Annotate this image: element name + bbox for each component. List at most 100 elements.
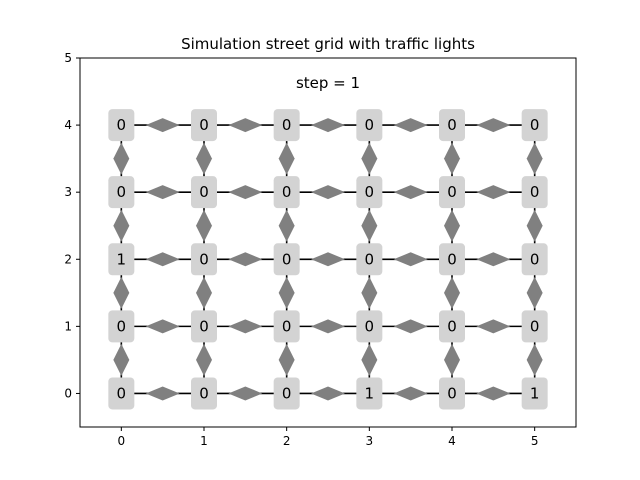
traffic-light-horizontal [311, 118, 345, 133]
node-value-label: 0 [199, 250, 209, 268]
traffic-light-vertical [113, 209, 130, 242]
traffic-light-horizontal [145, 386, 180, 401]
node-value-label: 0 [365, 250, 375, 268]
traffic-light-vertical [526, 209, 543, 242]
traffic-light-vertical [113, 276, 130, 309]
traffic-light-vertical [196, 209, 212, 242]
traffic-light-vertical [444, 209, 460, 242]
traffic-light-horizontal [476, 252, 511, 267]
node-value-label: 0 [199, 116, 209, 134]
intersection-node [273, 377, 300, 410]
traffic-light-horizontal [311, 185, 345, 200]
node-value-label: 0 [282, 317, 292, 335]
traffic-light-horizontal [228, 252, 263, 267]
traffic-light-vertical [196, 142, 212, 175]
node-value-label: 0 [282, 183, 292, 201]
node-value-label: 0 [282, 384, 292, 402]
traffic-light-vertical [361, 209, 378, 242]
x-tick-label: 3 [366, 434, 374, 448]
traffic-light-vertical [278, 276, 295, 309]
traffic-light-vertical [361, 276, 378, 309]
node-value-label: 0 [199, 317, 209, 335]
node-value-label: 0 [117, 384, 127, 402]
x-tick-label: 0 [118, 434, 126, 448]
node-value-label: 0 [530, 250, 540, 268]
traffic-light-horizontal [228, 319, 263, 334]
node-value-label: 0 [117, 183, 127, 201]
node-value-label: 0 [447, 250, 457, 268]
intersection-node [191, 176, 217, 209]
intersection-node [191, 310, 217, 343]
traffic-light-vertical [444, 142, 460, 175]
traffic-light-vertical [278, 142, 295, 175]
x-tick-label: 5 [531, 434, 539, 448]
intersection-node [439, 377, 465, 410]
traffic-light-horizontal [228, 386, 263, 401]
intersection-node [108, 176, 135, 209]
traffic-light-horizontal [228, 118, 263, 133]
intersection-node [108, 310, 135, 343]
node-value-label: 0 [447, 183, 457, 201]
traffic-light-horizontal [476, 319, 511, 334]
intersection-node [356, 176, 383, 209]
intersection-node [439, 176, 465, 209]
traffic-light-horizontal [311, 252, 345, 267]
traffic-lights [113, 118, 543, 401]
traffic-light-vertical [361, 142, 378, 175]
traffic-light-horizontal [145, 185, 180, 200]
traffic-light-vertical [361, 343, 378, 376]
traffic-light-vertical [526, 142, 543, 175]
intersection-node [356, 377, 383, 410]
traffic-light-horizontal [145, 252, 180, 267]
intersection-node [273, 176, 300, 209]
traffic-light-horizontal [145, 118, 180, 133]
chart-title: Simulation street grid with traffic ligh… [181, 35, 475, 53]
node-value-label: 0 [530, 116, 540, 134]
x-tick-label: 1 [200, 434, 208, 448]
y-tick-label: 5 [64, 51, 72, 65]
traffic-light-vertical [113, 343, 130, 376]
intersection-node [521, 176, 548, 209]
intersection-node [108, 109, 135, 142]
intersection-node [521, 310, 548, 343]
y-tick-label: 3 [64, 185, 72, 199]
traffic-light-horizontal [311, 386, 345, 401]
traffic-light-horizontal [393, 118, 428, 133]
plot-frame [79, 57, 577, 428]
intersection-node [191, 109, 217, 142]
node-value-label: 0 [199, 384, 209, 402]
traffic-light-vertical [278, 209, 295, 242]
traffic-light-horizontal [393, 386, 428, 401]
traffic-light-vertical [196, 276, 212, 309]
intersection-node [356, 109, 383, 142]
node-value-label: 0 [199, 183, 209, 201]
intersection-node [273, 109, 300, 142]
intersection-node [191, 377, 217, 410]
intersection-node [521, 243, 548, 276]
node-value-label: 0 [447, 317, 457, 335]
intersection-node [356, 243, 383, 276]
intersection-node [521, 109, 548, 142]
traffic-light-horizontal [228, 185, 263, 200]
node-value-label: 0 [117, 317, 127, 335]
node-value-label: 0 [365, 317, 375, 335]
traffic-light-vertical [444, 276, 460, 309]
node-value-label: 0 [282, 116, 292, 134]
node-value-label: 1 [365, 384, 375, 402]
traffic-light-horizontal [476, 118, 511, 133]
traffic-light-horizontal [476, 386, 511, 401]
node-value-label: 0 [365, 183, 375, 201]
node-value-label: 0 [447, 116, 457, 134]
node-value-label: 0 [282, 250, 292, 268]
traffic-light-vertical [278, 343, 295, 376]
intersection-node [191, 243, 217, 276]
traffic-light-horizontal [311, 319, 345, 334]
intersection-node [273, 243, 300, 276]
intersection-node [108, 243, 135, 276]
node-value-label: 0 [447, 384, 457, 402]
traffic-light-horizontal [393, 319, 428, 334]
traffic-light-horizontal [393, 252, 428, 267]
